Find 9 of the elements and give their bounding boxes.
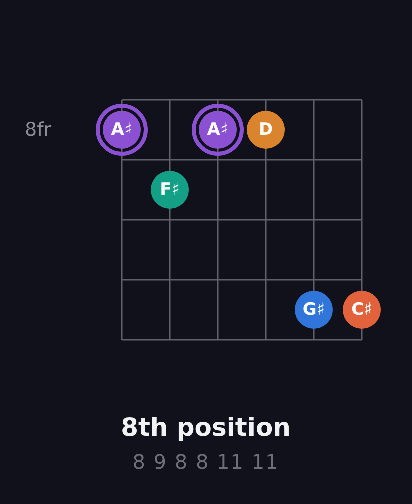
fret-number: 8fr [25, 118, 52, 143]
note-marker: D [247, 111, 285, 149]
title: 8th position [121, 412, 291, 444]
note-marker: F♯ [151, 171, 189, 209]
root-note-marker: A♯ [96, 104, 148, 156]
root-note-marker: A♯ [192, 104, 244, 156]
fret-numbers-caption: 8 9 8 8 11 11 [132, 449, 280, 476]
note-marker: G♯ [295, 291, 333, 329]
note-marker: C♯ [343, 291, 381, 329]
